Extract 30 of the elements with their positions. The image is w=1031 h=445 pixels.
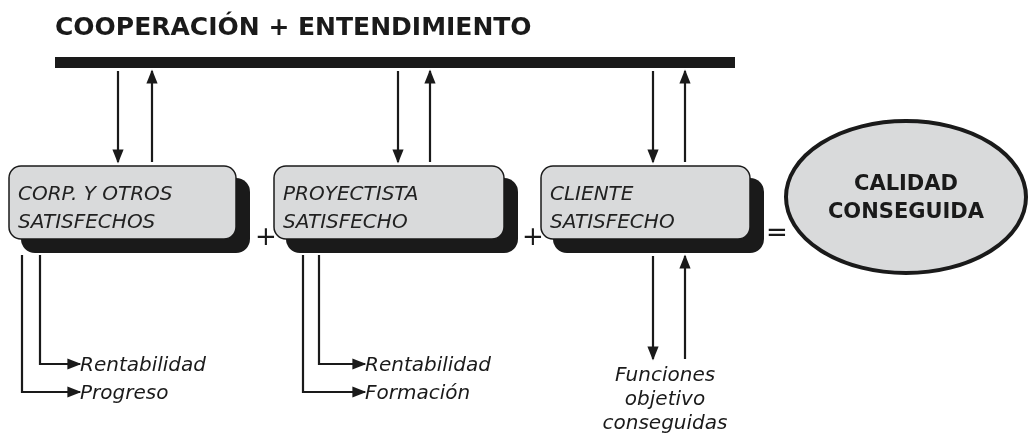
- process-box: [273, 165, 518, 253]
- arrow: [317, 255, 367, 370]
- box-label: CORP. Y OTROS SATISFECHOS: [18, 180, 174, 235]
- operator-sign: =: [766, 218, 788, 246]
- outcome-text: Funciones objetivo conseguidas: [590, 362, 740, 438]
- outcome-text: Rentabilidad: [365, 352, 515, 376]
- arrow: [679, 69, 691, 162]
- arrow: [38, 255, 82, 370]
- result-ellipse: [783, 118, 1029, 276]
- arrow: [20, 255, 82, 398]
- arrow: [301, 255, 367, 398]
- arrow: [647, 256, 659, 361]
- ellipse-label: CALIDAD CONSEGUIDA: [826, 170, 986, 225]
- box-label: PROYECTISTA SATISFECHO: [283, 180, 420, 235]
- box-label: CLIENTE SATISFECHO: [550, 180, 676, 235]
- arrow: [392, 71, 404, 164]
- operator-sign: +: [522, 222, 544, 250]
- process-box: [8, 165, 250, 253]
- outcome-text: Rentabilidad: [80, 352, 230, 376]
- process-box: [540, 165, 764, 253]
- arrow: [679, 254, 691, 359]
- diagram-title: COOPERACIÓN + ENTENDIMIENTO: [55, 12, 532, 41]
- horizontal-bar: [55, 57, 735, 68]
- outcome-text: Formación: [365, 380, 495, 404]
- operator-sign: +: [255, 222, 277, 250]
- arrow: [647, 71, 659, 164]
- arrow: [146, 69, 158, 162]
- arrow: [424, 69, 436, 162]
- arrow: [112, 71, 124, 164]
- outcome-text: Progreso: [80, 380, 200, 404]
